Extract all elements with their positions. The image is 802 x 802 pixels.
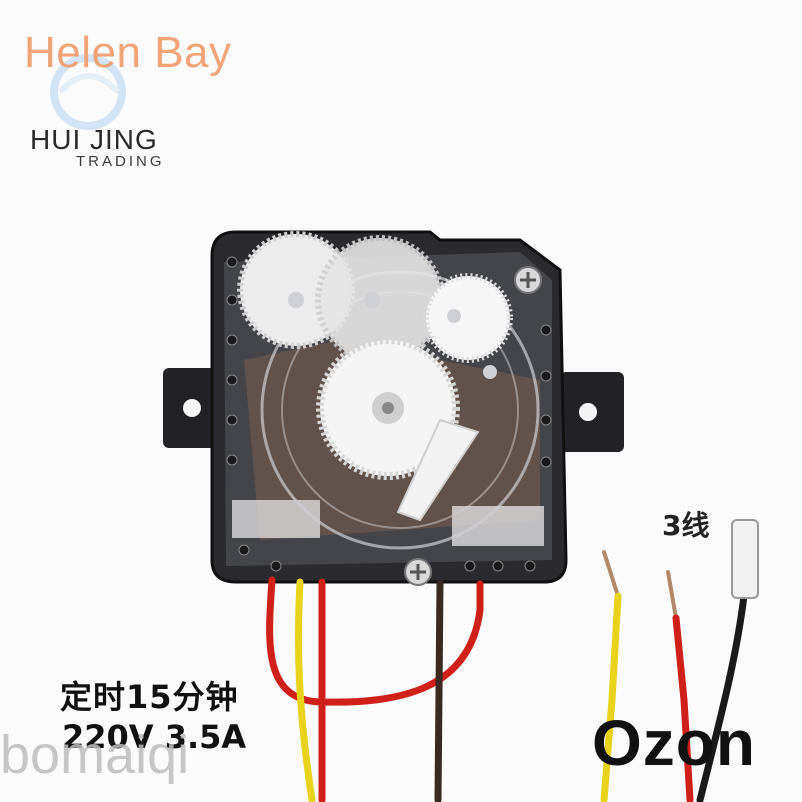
watermark-ozon: Ozon <box>592 707 756 779</box>
timer-housing <box>210 230 568 586</box>
sample-wires <box>600 519 759 802</box>
watermark-trading: TRADING <box>76 153 165 170</box>
electrical-rating-label: 220V 3.5A <box>62 718 247 756</box>
logo-mark-icon <box>50 54 126 130</box>
timer-duration-label: 定时15分钟 <box>60 678 239 716</box>
spade-connector-icon <box>731 519 759 599</box>
timer-wires <box>266 576 484 802</box>
wire-count-label: 3线 <box>662 509 710 542</box>
watermark-hui-jing: HUI JING <box>30 124 158 155</box>
watermark-bomaiqi: bomaiqi <box>0 725 190 785</box>
watermark-helen-bay: Helen Bay <box>24 28 232 77</box>
